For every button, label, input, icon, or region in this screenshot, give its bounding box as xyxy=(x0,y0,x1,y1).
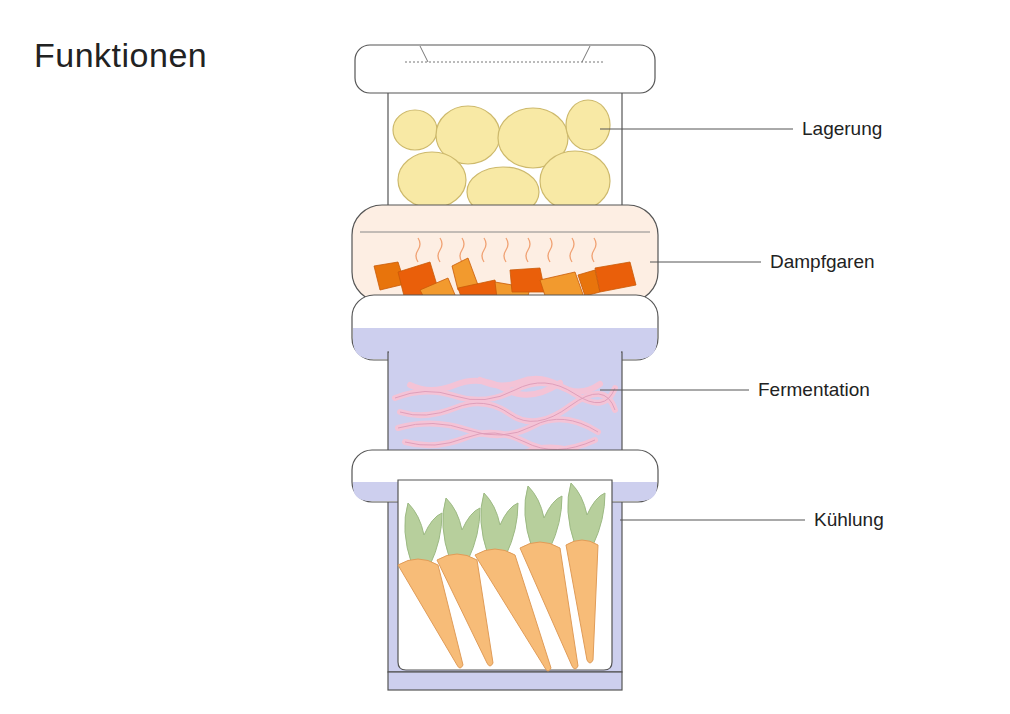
function-label: Dampfgaren xyxy=(768,250,877,274)
fermentation-module xyxy=(352,295,658,465)
page-title: Funktionen xyxy=(34,36,207,75)
function-label: Fermentation xyxy=(756,378,872,402)
leader-lines xyxy=(600,129,805,520)
steam-module xyxy=(352,205,658,308)
cooling-module xyxy=(352,450,658,690)
storage-module xyxy=(355,45,655,217)
function-label: Kühlung xyxy=(812,508,886,532)
function-label: Lagerung xyxy=(800,117,884,141)
